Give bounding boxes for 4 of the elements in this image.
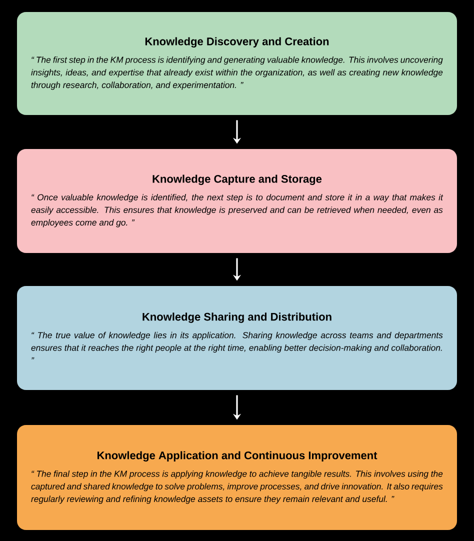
step-box: Knowledge Capture and Storage “ Once valuable knowledge is identified, the next step is to document and store it in a way that makes it easily accessible. This ensures that knowledge is preserved and can be retrieved when needed, even as employees come and go. ” (17, 149, 457, 253)
step-box: Knowledge Sharing and Distribution “ The true value of knowledge lies in its application. Sharing knowledge across teams and departments ensures that it reaches the right people at the right time, enabling better decision-making and collaboration. ” (17, 286, 457, 390)
step-box: Knowledge Application and Continuous Improvement “ The final step in the KM process is applying knowledge to achieve tangible results. This involves using the captured and shared knowledge to solve problems, improve processes, and drive innovation. It also requires regularly reviewing and refining knowledge assets to ensure they remain relevant and useful. ” (17, 425, 457, 530)
step-box: Knowledge Discovery and Creation “ The first step in the KM process is identifying and generating valuable knowledge. This involves uncovering insights, ideas, and expertise that already exist within the organization, as well as creating new knowledge through research, collaboration, and experimentation. ” (17, 12, 457, 115)
